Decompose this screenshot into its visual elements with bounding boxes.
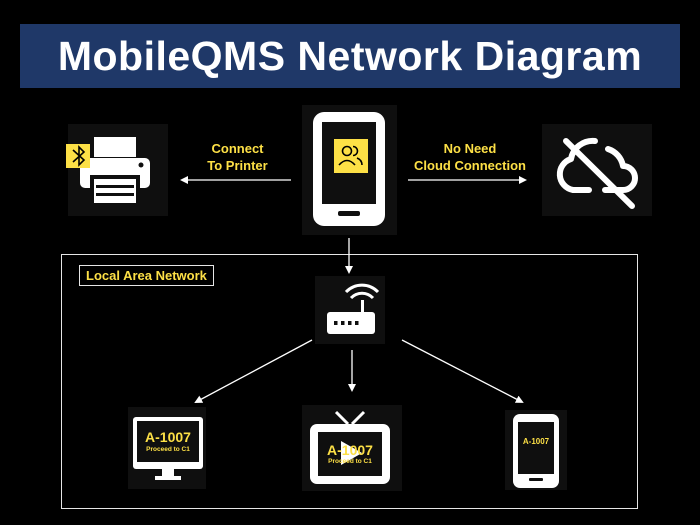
- tv-message: Proceed to C1: [328, 458, 372, 465]
- monitor-ticket: A-1007: [145, 429, 191, 445]
- phone-screen: A-1007: [518, 438, 554, 446]
- monitor-screen: A-1007 Proceed to C1: [137, 430, 199, 454]
- arrow-to-monitor: [194, 339, 313, 403]
- wifi-router-icon: [327, 283, 380, 334]
- user-group-icon: [334, 139, 368, 173]
- page-title: MobileQMS Network Diagram: [57, 32, 643, 79]
- connect-printer-line-1: Connect: [211, 141, 264, 156]
- tv-ticket: A-1007: [327, 442, 373, 458]
- phone-ticket: A-1007: [522, 437, 550, 446]
- monitor-icon: [133, 417, 203, 480]
- tv-screen: A-1007 Proceed to C1: [318, 443, 382, 466]
- lan-label: Local Area Network: [79, 265, 214, 286]
- monitor-message: Proceed to C1: [146, 446, 190, 453]
- bluetooth-icon: [66, 144, 90, 168]
- connect-printer-line-2: To Printer: [207, 158, 268, 173]
- no-cloud-label: No Need Cloud Connection: [400, 140, 540, 174]
- arrow-to-phone: [401, 339, 524, 403]
- play-icon: [341, 441, 362, 465]
- no-cloud-line-2: Cloud Connection: [414, 158, 526, 173]
- no-cloud-line-1: No Need: [443, 141, 497, 156]
- connector-arrows: [180, 176, 527, 403]
- connect-printer-label: Connect To Printer: [190, 140, 285, 174]
- small-phone-icon: [513, 414, 559, 488]
- printer-icon: [80, 137, 150, 207]
- cloud-off-icon: [556, 137, 638, 209]
- title-banner: MobileQMS Network Diagram: [20, 24, 680, 88]
